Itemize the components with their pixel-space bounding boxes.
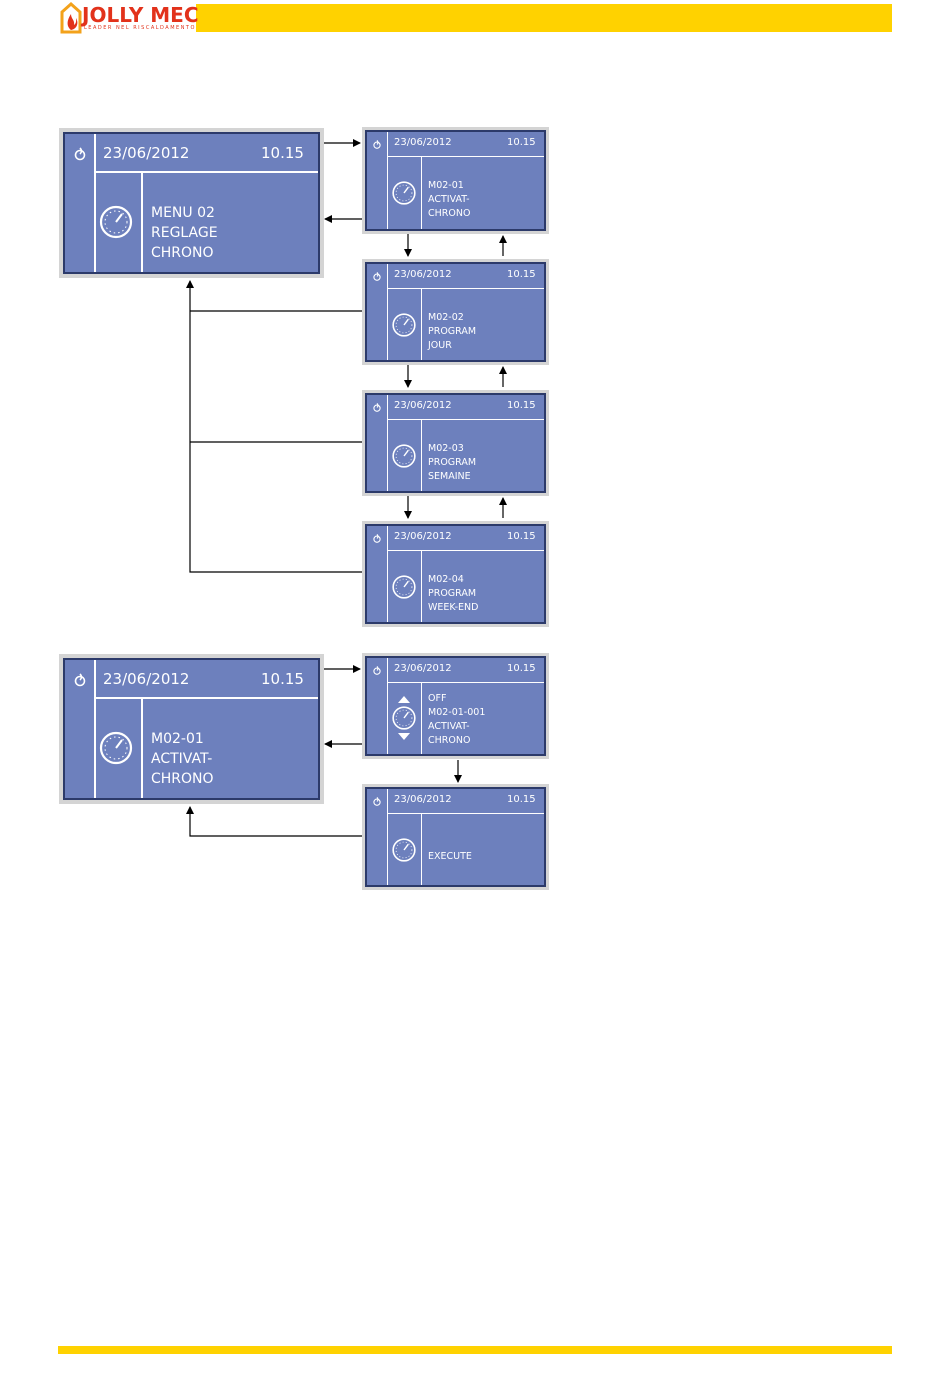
chrono-clock-icon: [99, 205, 133, 239]
menu-line-3: JOUR: [428, 340, 452, 351]
menu-line-2: PROGRAM: [428, 457, 477, 468]
menu-line-2: M02-01-001: [428, 707, 486, 718]
lcd-screen-m02-03: 23/06/2012 10.15 M02-03 PROGRAM SEMAINE: [362, 390, 549, 496]
time-label: 10.15: [507, 663, 536, 674]
menu-line-3: CHRONO: [428, 208, 471, 219]
time-label: 10.15: [507, 531, 536, 542]
flame-icon: [373, 271, 381, 281]
menu-line-2: PROGRAM: [428, 588, 477, 599]
down-arrow-icon: [398, 733, 410, 740]
lcd-screen-m02-04: 23/06/2012 10.15 M02-04 PROGRAM WEEK-END: [362, 521, 549, 627]
menu-line-1: OFF: [428, 693, 447, 704]
brand-logo: JOLLY MEC LEADER NEL RISCALDAMENTO: [58, 2, 199, 34]
chrono-clock-icon: [99, 731, 133, 765]
lcd-screen-menu02: 23/06/2012 10.15 MENU 02 REGLAGE CHRONO: [59, 128, 324, 278]
flame-icon: [74, 147, 86, 161]
menu-line-3: CHRONO: [151, 245, 214, 261]
date-label: 23/06/2012: [394, 663, 452, 674]
lcd-screen-m02-01-main: 23/06/2012 10.15 M02-01 ACTIVAT- CHRONO: [59, 654, 324, 804]
date-label: 23/06/2012: [103, 144, 190, 162]
chrono-clock-icon: [392, 575, 416, 599]
flame-icon: [373, 402, 381, 412]
time-label: 10.15: [507, 400, 536, 411]
time-label: 10.15: [261, 144, 304, 162]
return-line-s4: [186, 280, 362, 573]
chrono-clock-icon: [392, 313, 416, 337]
lcd-screen-m02-02: 23/06/2012 10.15 M02-02 PROGRAM JOUR: [362, 259, 549, 365]
chrono-clock-icon: [392, 181, 416, 205]
lcd-screen-m02-01-001: 23/06/2012 10.15 OFF M02-01-001 ACTIVAT-…: [362, 653, 549, 759]
menu-line-3: WEEK-END: [428, 602, 479, 613]
menu-line-1: M02-01: [151, 731, 204, 747]
flame-icon: [373, 796, 381, 806]
menu-line-2: ACTIVAT-: [428, 194, 470, 205]
chrono-clock-icon: [392, 444, 416, 468]
menu-line-1: M02-02: [428, 312, 464, 323]
menu-line-3: CHRONO: [151, 771, 214, 787]
chrono-clock-icon: [392, 706, 416, 730]
date-label: 23/06/2012: [394, 794, 452, 805]
flame-icon: [373, 533, 381, 543]
logo-tagline: LEADER NEL RISCALDAMENTO: [84, 25, 196, 31]
menu-line-1: MENU 02: [151, 205, 215, 221]
menu-line-3: ACTIVAT-: [428, 721, 470, 732]
header-accent-bar: [196, 4, 892, 32]
date-label: 23/06/2012: [103, 670, 190, 688]
menu-line-2: PROGRAM: [428, 326, 477, 337]
flame-icon: [373, 665, 381, 675]
chrono-clock-icon: [392, 838, 416, 862]
menu-line-3: SEMAINE: [428, 471, 471, 482]
flame-icon: [74, 673, 86, 687]
time-label: 10.15: [261, 670, 304, 688]
menu-line-2: REGLAGE: [151, 225, 218, 241]
flame-icon: [373, 139, 381, 149]
date-label: 23/06/2012: [394, 400, 452, 411]
return-line-s6: [186, 806, 362, 837]
date-label: 23/06/2012: [394, 531, 452, 542]
date-label: 23/06/2012: [394, 269, 452, 280]
menu-line-4: CHRONO: [428, 735, 471, 746]
logo-text: JOLLY MEC: [82, 3, 199, 27]
menu-line-1: M02-04: [428, 574, 464, 585]
menu-line-1: M02-03: [428, 443, 464, 454]
footer-accent-bar: [58, 1346, 892, 1354]
lcd-screen-execute: 23/06/2012 10.15 EXECUTE: [362, 784, 549, 890]
time-label: 10.15: [507, 794, 536, 805]
menu-line-1: EXECUTE: [428, 851, 472, 862]
lcd-screen-m02-01: 23/06/2012 10.15 M02-01 ACTIVAT- CHRONO: [362, 127, 549, 234]
time-label: 10.15: [507, 269, 536, 280]
menu-line-2: ACTIVAT-: [151, 751, 213, 767]
menu-line-1: M02-01: [428, 180, 464, 191]
date-label: 23/06/2012: [394, 137, 452, 148]
time-label: 10.15: [507, 137, 536, 148]
up-arrow-icon: [398, 696, 410, 703]
